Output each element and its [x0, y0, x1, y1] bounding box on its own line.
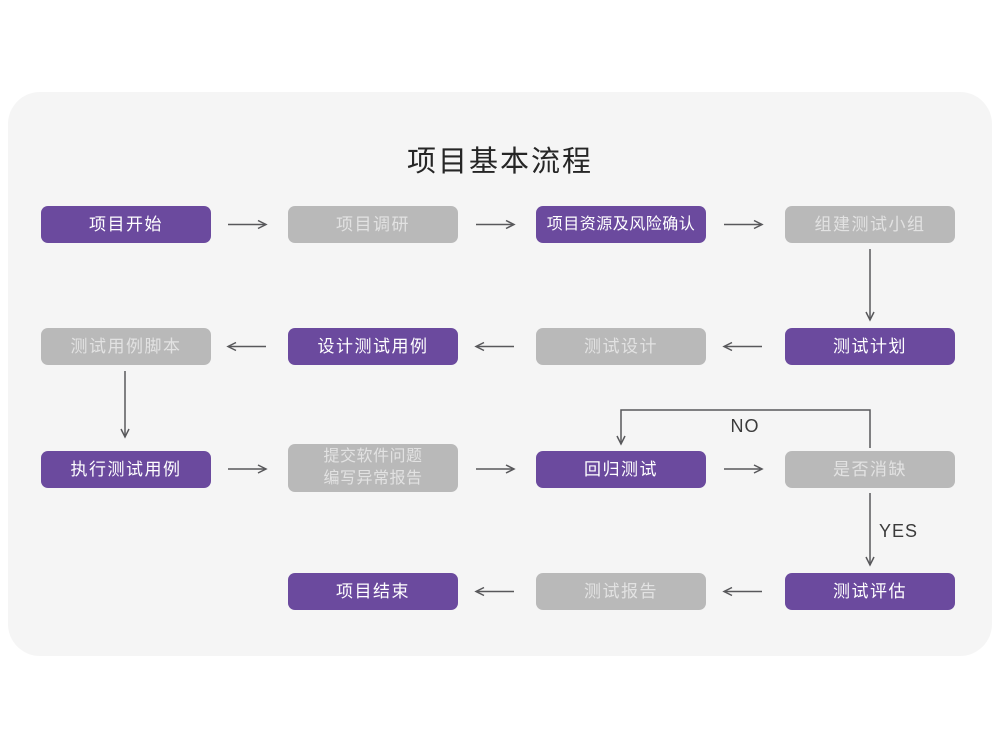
node-test-case-scripts: 测试用例脚本 [41, 328, 211, 365]
node-project-research: 项目调研 [288, 206, 458, 243]
node-test-evaluation: 测试评估 [785, 573, 955, 610]
node-test-plan: 测试计划 [785, 328, 955, 365]
node-design-test-cases: 设计测试用例 [288, 328, 458, 365]
node-label-line1: 提交软件问题 [323, 448, 423, 465]
node-execute-test-cases: 执行测试用例 [41, 451, 211, 488]
node-label-line2: 编写异常报告 [323, 470, 423, 487]
node-test-report: 测试报告 [536, 573, 706, 610]
flowchart-card [8, 92, 992, 656]
page-title: 项目基本流程 [406, 146, 593, 178]
node-defect-resolved: 是否消缺 [785, 451, 955, 488]
arrow-no-loop [616, 409, 871, 448]
node-project-start: 项目开始 [41, 206, 211, 243]
node-submit-issues-report: 提交软件问题 编写异常报告 [288, 444, 458, 492]
node-regression-test: 回归测试 [536, 451, 706, 488]
branch-label-yes: YES [879, 521, 919, 541]
node-build-test-team: 组建测试小组 [785, 206, 955, 243]
node-test-design: 测试设计 [536, 328, 706, 365]
branch-label-no: NO [730, 416, 760, 436]
node-resource-risk: 项目资源及风险确认 [536, 206, 706, 243]
node-project-end: 项目结束 [288, 573, 458, 610]
